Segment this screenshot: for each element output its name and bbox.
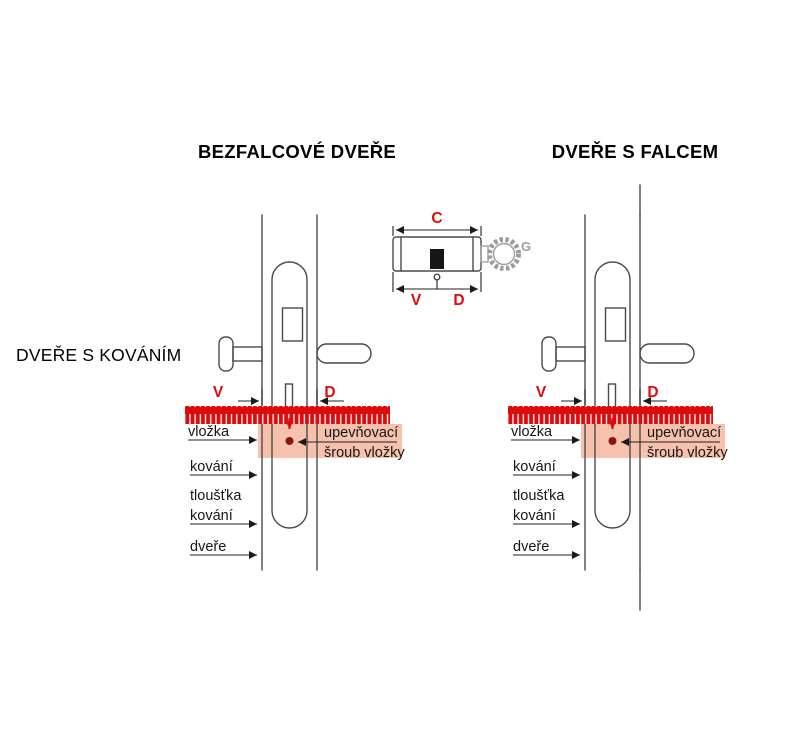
left-diagram-labels: V D vložka upevňovací šroub vložky kován… [188,384,405,555]
title-bezfalcove: BEZFALCOVÉ DVEŘE [198,141,396,162]
label-vlozka: vložka [511,424,553,440]
label-screw-line1: upevňovací [324,425,398,441]
label-kovani: kování [513,459,556,475]
dim-v-label: V [213,384,224,401]
label-thickness-line1: tloušťka [513,488,565,504]
label-thickness-line2: kování [190,508,233,524]
label-kovani: kování [190,459,233,475]
label-vlozka: vložka [188,424,230,440]
cyl-dim-v-label: V [411,292,422,309]
label-screw-line2: šroub vložky [647,445,728,461]
label-screw-line1: upevňovací [647,425,721,441]
cylinder-axis-dot [433,273,441,281]
title-s-falcem: DVEŘE S FALCEM [552,141,719,162]
title-s-kovanim: DVEŘE S KOVÁNÍM [16,345,181,365]
label-thickness-line2: kování [513,508,556,524]
cyl-dim-d-label: D [453,292,464,309]
label-thickness-line1: tloušťka [190,488,242,504]
cyl-dim-c-label: C [431,210,442,227]
dim-d-label: D [647,384,658,401]
cylinder-cam [430,249,444,269]
right-diagram-labels: V D vložka upevňovací šroub vložky kován… [511,384,728,555]
cylinder-inset [392,226,521,293]
label-screw-line2: šroub vložky [324,445,405,461]
dim-v-label: V [536,384,547,401]
thumbturn-knob-inner [492,242,516,266]
knob-g-label: G [521,239,531,254]
label-dvere: dveře [190,539,226,555]
label-dvere: dveře [513,539,549,555]
dim-d-label: D [324,384,335,401]
knob-neck [480,245,489,263]
